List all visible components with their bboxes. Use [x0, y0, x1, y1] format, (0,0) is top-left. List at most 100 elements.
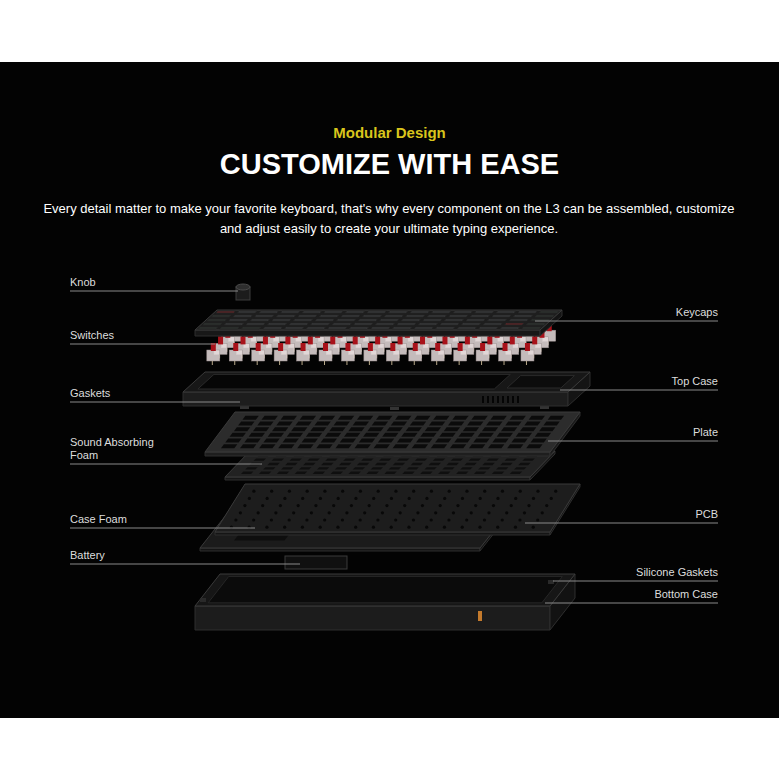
pcb-hole [430, 490, 433, 493]
leader-line [525, 523, 718, 524]
pcb-hole [310, 511, 313, 514]
keycap [432, 311, 451, 313]
plate-cutout [452, 416, 468, 420]
plate-cutout [291, 427, 307, 431]
switch-stem [480, 343, 485, 351]
keycap [496, 311, 515, 313]
pcb-hole [345, 511, 348, 514]
plate-cutout [416, 439, 432, 443]
foam-hole [460, 467, 472, 469]
keycap [341, 315, 360, 317]
plate-cutout [363, 433, 379, 437]
pcb-hole [465, 518, 468, 521]
switch-stem [218, 336, 223, 344]
foam-hole [303, 463, 315, 465]
pcb-hole [479, 497, 482, 500]
keycap [518, 311, 537, 313]
vent-slot [487, 396, 489, 403]
keycap [233, 315, 252, 317]
plate-cutout [444, 427, 460, 431]
plate-cutout [511, 439, 527, 443]
plate-cutout [249, 433, 265, 437]
foam-hole [366, 472, 378, 474]
pcb-hole [341, 490, 344, 493]
top-case-opening [198, 374, 511, 389]
pcb-hole [430, 518, 433, 521]
leader-line [560, 390, 718, 391]
switch-pin [324, 361, 325, 365]
plate-cutout [425, 427, 441, 431]
part-label: Knob [70, 276, 96, 289]
foam-hole [285, 463, 297, 465]
plate-cutout [510, 416, 526, 420]
pcb-board-top [215, 484, 580, 532]
foam-hole [411, 463, 423, 465]
pcb-hole [337, 497, 340, 500]
keycap [315, 319, 334, 321]
exploded-keyboard [183, 284, 590, 630]
foam-hole [504, 458, 516, 460]
keycap [349, 327, 368, 329]
keycap [526, 323, 545, 325]
plate-cutout [378, 439, 394, 443]
vent-slot [502, 396, 504, 403]
foam-hole [389, 467, 401, 469]
plate-cutout [439, 433, 455, 437]
foam-hole [317, 467, 329, 469]
keycap [444, 319, 463, 321]
keycap [492, 315, 511, 317]
pcb-hole [474, 504, 477, 507]
plate-cutout [395, 416, 411, 420]
pcb-hole [399, 511, 402, 514]
plate-cutout [325, 433, 341, 437]
foam-hole [371, 467, 383, 469]
foam-hole [384, 472, 396, 474]
pcb-hole [390, 497, 393, 500]
part-label: Top Case [672, 375, 718, 388]
keycap [337, 319, 356, 321]
plate-cutout [338, 416, 354, 420]
keycap [267, 323, 286, 325]
keycap [392, 327, 411, 329]
pcb-hole [314, 504, 317, 507]
plate-cutout [238, 421, 254, 425]
pcb-hole [261, 504, 264, 507]
foam-hole [393, 463, 405, 465]
silicone-gasket [200, 598, 206, 602]
keycap [500, 327, 519, 329]
part-label: Plate [693, 426, 718, 439]
switch-housing [476, 350, 489, 361]
switch-housing [319, 350, 332, 361]
foam-hole [263, 467, 275, 469]
plate-cutout [334, 421, 350, 425]
keycap [384, 315, 403, 317]
foam-hole [325, 458, 337, 460]
plate-cutout [397, 439, 413, 443]
foam-hole [289, 458, 301, 460]
switch-housing [229, 350, 242, 361]
top-case-front [183, 392, 568, 406]
switch-pin [414, 361, 415, 365]
switch-stem [458, 343, 463, 351]
switch-stem [256, 343, 261, 351]
plate-cutout [272, 427, 288, 431]
switch-housing [431, 350, 444, 361]
switch-pin [526, 361, 527, 365]
foam-hole [464, 463, 476, 465]
plate-cutout [386, 427, 402, 431]
keycap [505, 323, 524, 325]
keycap [281, 311, 300, 313]
pcb-hole [323, 518, 326, 521]
switch-pin [504, 361, 505, 365]
plate-cutout [344, 433, 360, 437]
pcb-hole [448, 490, 451, 493]
leader-line [70, 402, 240, 403]
plate-cutout [471, 416, 487, 420]
pcb-hole [243, 504, 246, 507]
foam-hole [267, 463, 279, 465]
foam-hole [259, 472, 271, 474]
vent-slot [492, 396, 494, 403]
vent-slot [507, 396, 509, 403]
pcb-hole [234, 518, 237, 521]
foam-hole [295, 472, 307, 474]
